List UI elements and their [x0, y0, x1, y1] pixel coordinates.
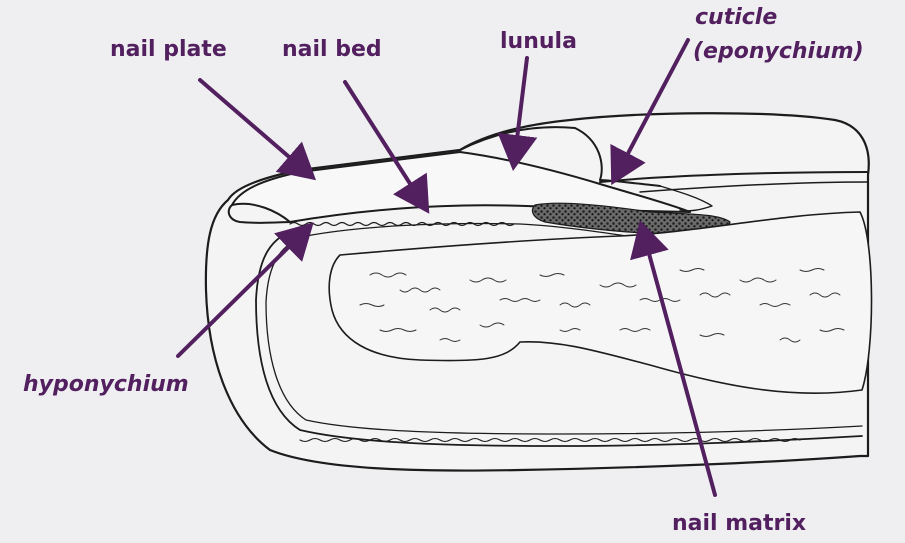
cuticle-label: cuticle: [695, 5, 777, 30]
nail-plate-label: nail plate: [110, 37, 227, 62]
nail-bed-label: nail bed: [282, 37, 382, 62]
finger-drawing: [204, 112, 873, 472]
nail-matrix-arrow: [630, 220, 717, 497]
nail-plate-free-edge: [227, 204, 291, 224]
distal-phalanx-outline: [328, 211, 873, 394]
nail-matrix-label: nail matrix: [672, 511, 806, 536]
lunula-arrow: [497, 56, 538, 171]
nail-bed-arrow: [343, 80, 430, 214]
dorsal-skin-line-inner: [639, 181, 869, 193]
dermis-outline: [255, 227, 863, 447]
dermis-outline-inner: [265, 235, 863, 435]
nail-plate-arrow: [198, 78, 317, 181]
leader-arrows: [176, 38, 717, 497]
epidermal-junction: [299, 437, 801, 443]
hyponychium-label: hyponychium: [23, 372, 189, 397]
inner-pocket: [659, 185, 713, 212]
lunula-label: lunula: [500, 29, 577, 54]
labels: nail plate nail bed lunula cuticle (epon…: [23, 5, 864, 536]
eponychium-label: (eponychium): [693, 39, 864, 64]
nail-bed-line: [289, 221, 515, 227]
hyponychium-arrow: [176, 222, 314, 358]
cuticle-arrow: [610, 38, 690, 186]
